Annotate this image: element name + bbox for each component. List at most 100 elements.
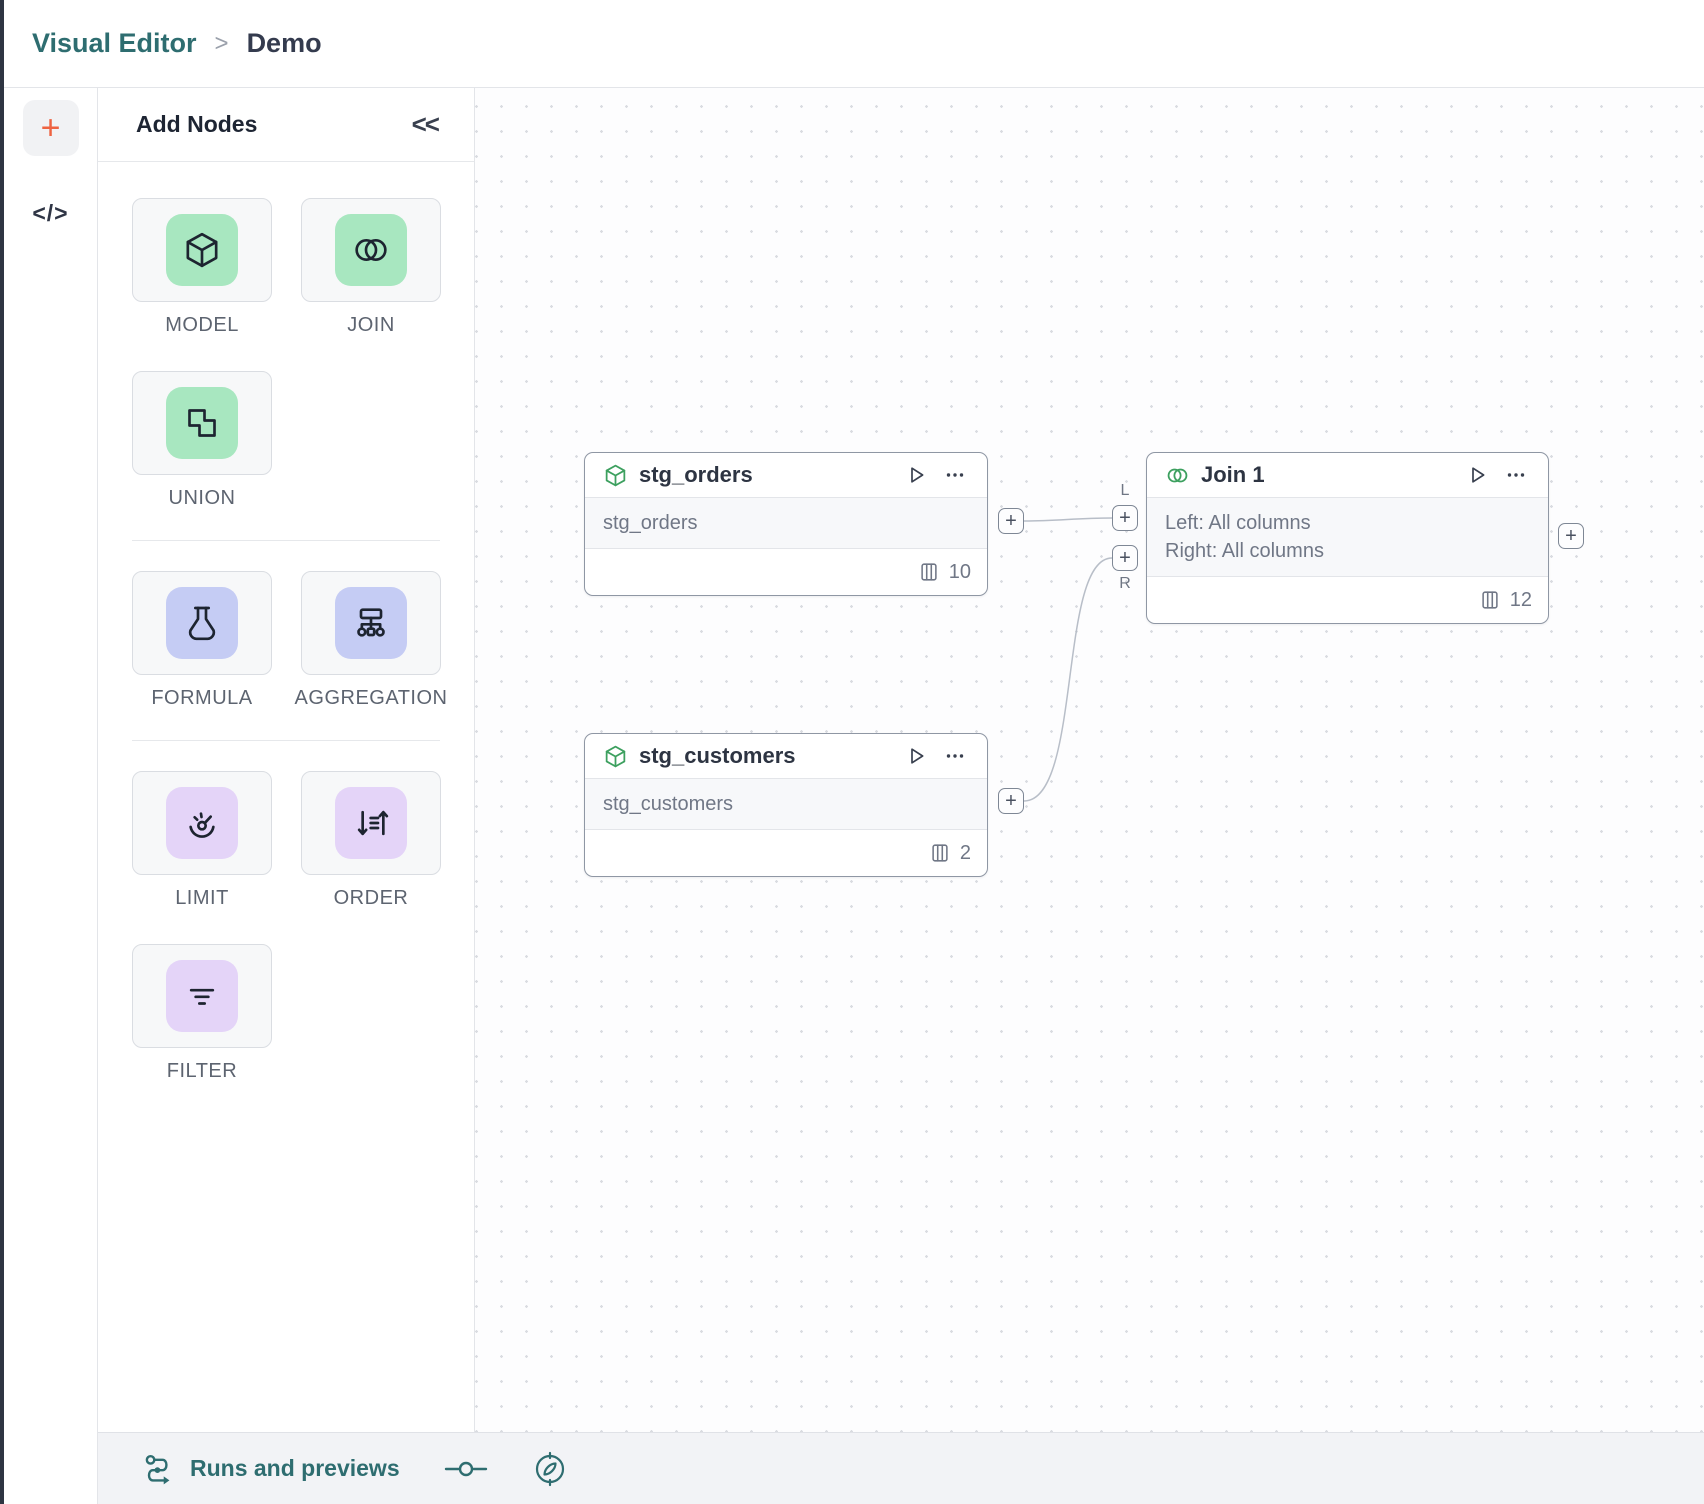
breadcrumb-current-page: Demo xyxy=(246,28,322,58)
edge-stg-customers-to-join-right xyxy=(1023,557,1113,802)
ellipsis-icon xyxy=(1507,473,1525,477)
tile-icon-box xyxy=(166,960,238,1032)
node-title: stg_customers xyxy=(639,743,796,768)
node-tile-filter[interactable]: FILTER xyxy=(132,944,272,1083)
node-source-name: stg_customers xyxy=(603,793,734,815)
node-tile-order[interactable]: ORDER xyxy=(301,771,441,910)
port-join-right-input[interactable]: + xyxy=(1112,545,1138,571)
node-footer: 10 xyxy=(585,549,987,595)
run-node-button[interactable] xyxy=(1463,461,1491,489)
node-tile-aggregation[interactable]: AGGREGATION xyxy=(295,571,447,710)
tile-group-transforms: FORMULA xyxy=(132,571,447,710)
ellipsis-icon xyxy=(946,754,964,758)
tile-icon-box xyxy=(166,787,238,859)
port-join-left-input[interactable]: + xyxy=(1112,505,1138,531)
column-count: 10 xyxy=(948,560,971,583)
add-nodes-panel: Add Nodes << xyxy=(98,88,475,1432)
run-node-button[interactable] xyxy=(902,461,930,489)
node-tile-join[interactable]: JOIN xyxy=(301,198,441,337)
tile-label: UNION xyxy=(168,487,236,509)
bottom-bar: Runs and previews xyxy=(98,1432,1704,1504)
tile-card xyxy=(301,771,441,875)
tile-card xyxy=(132,571,272,675)
play-icon xyxy=(911,748,924,764)
node-menu-button[interactable] xyxy=(941,461,969,489)
node-menu-button[interactable] xyxy=(941,742,969,770)
columns-icon xyxy=(921,563,937,581)
breadcrumb-visual-editor[interactable]: Visual Editor xyxy=(32,28,197,58)
node-footer: 2 xyxy=(585,830,987,876)
editor-wrap: Add Nodes << xyxy=(97,88,1704,1504)
compass-icon xyxy=(535,1451,564,1486)
node-body: stg_customers xyxy=(585,778,987,830)
gauge-icon xyxy=(189,812,215,838)
plus-icon: + xyxy=(40,109,61,147)
tile-card xyxy=(132,771,272,875)
content-area: + </> Add Nodes << xyxy=(4,88,1704,1504)
node-header: stg_orders xyxy=(585,453,987,497)
node-menu-button[interactable] xyxy=(1502,461,1530,489)
explore-button[interactable] xyxy=(532,1451,568,1487)
cube-icon xyxy=(186,232,218,268)
commit-icon xyxy=(444,1461,487,1476)
tile-card xyxy=(132,198,272,302)
tile-group-sources: MODEL JOIN xyxy=(132,198,441,510)
port-stg-customers-output[interactable]: + xyxy=(998,788,1024,814)
node-title: Join 1 xyxy=(1201,462,1265,487)
node-body: stg_orders xyxy=(585,497,987,549)
tile-icon-box xyxy=(335,587,407,659)
add-node-button[interactable]: + xyxy=(22,100,79,156)
tile-icon-box xyxy=(166,587,238,659)
cube-icon xyxy=(605,745,626,767)
left-toolbar: + </> xyxy=(4,88,97,1504)
run-node-button[interactable] xyxy=(902,742,930,770)
hierarchy-icon xyxy=(357,608,385,637)
panel-title: Add Nodes xyxy=(136,111,258,137)
port-stg-orders-output[interactable]: + xyxy=(998,508,1024,534)
code-icon: </> xyxy=(32,200,69,226)
pipeline-canvas[interactable]: stg_orders stg_orders xyxy=(475,88,1704,1432)
node-tile-formula[interactable]: FORMULA xyxy=(132,571,272,710)
play-icon xyxy=(911,467,924,483)
code-view-button[interactable]: </> xyxy=(32,200,68,227)
breadcrumb-separator-icon: > xyxy=(214,29,229,57)
join-right-summary: Right: All columns xyxy=(1165,540,1324,562)
tile-label: LIMIT xyxy=(175,887,229,909)
tile-icon-box xyxy=(166,214,238,286)
play-icon xyxy=(1472,467,1485,483)
runs-and-previews-button[interactable]: Runs and previews xyxy=(142,1453,400,1485)
node-join-1[interactable]: Join 1 Left: All columns xyxy=(1146,452,1549,624)
node-tile-limit[interactable]: LIMIT xyxy=(132,771,272,910)
editor-main-row: Add Nodes << xyxy=(98,88,1704,1432)
breadcrumb: Visual Editor > Demo xyxy=(32,28,322,59)
port-join-output[interactable]: + xyxy=(1558,523,1584,549)
group-divider xyxy=(132,740,440,741)
join-circles-icon xyxy=(355,238,387,262)
panel-header: Add Nodes << xyxy=(98,88,474,162)
tile-groups: MODEL JOIN xyxy=(98,162,474,1083)
node-stg-orders[interactable]: stg_orders stg_orders xyxy=(584,452,988,596)
node-tile-model[interactable]: MODEL xyxy=(132,198,272,337)
tile-label: AGGREGATION xyxy=(294,687,448,709)
tile-icon-box xyxy=(335,787,407,859)
collapse-panel-button[interactable]: << xyxy=(411,109,440,139)
tile-label: ORDER xyxy=(333,887,409,909)
sort-icon xyxy=(357,810,389,836)
node-footer: 12 xyxy=(1147,577,1548,623)
node-body: Left: All columns Right: All columns xyxy=(1147,497,1548,577)
tile-card xyxy=(301,198,441,302)
tile-icon-box xyxy=(335,214,407,286)
group-divider xyxy=(132,540,440,541)
filter-lines-icon xyxy=(189,988,215,1005)
runs-and-previews-label: Runs and previews xyxy=(190,1455,400,1481)
join-circles-icon xyxy=(1167,468,1188,482)
tile-group-shaping: LIMIT xyxy=(132,771,441,1083)
union-shapes-icon xyxy=(188,409,216,437)
tile-card xyxy=(301,571,441,675)
node-tile-union[interactable]: UNION xyxy=(132,371,272,510)
column-count: 2 xyxy=(959,841,971,864)
node-source-name: stg_orders xyxy=(603,512,698,534)
commit-button[interactable] xyxy=(444,1458,488,1480)
node-stg-customers[interactable]: stg_customers stg_customers xyxy=(584,733,988,877)
